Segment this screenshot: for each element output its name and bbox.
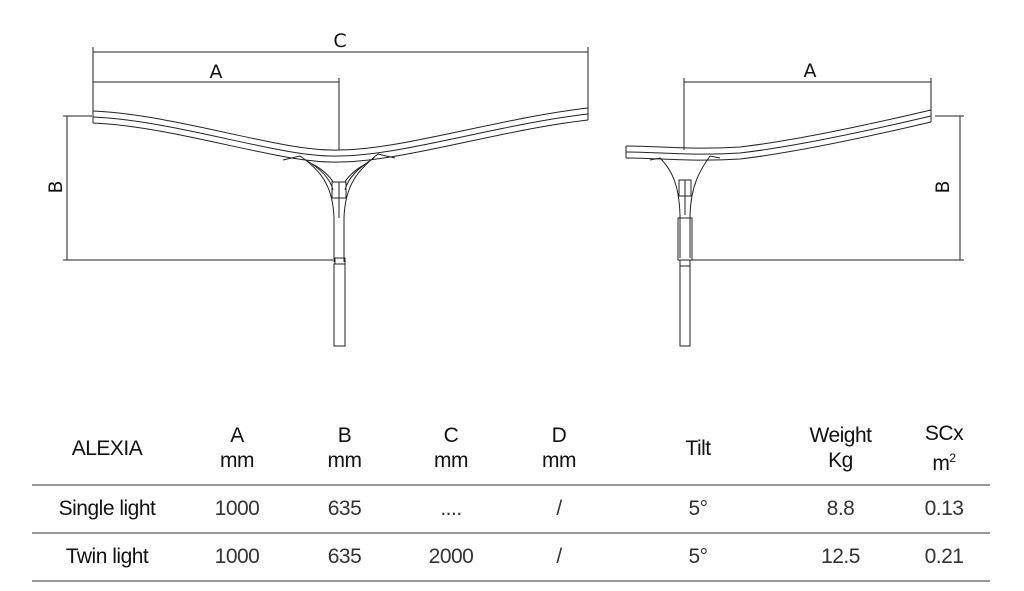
cell-scx: 0.21 xyxy=(898,533,990,582)
cell-b: 635 xyxy=(292,485,397,534)
cell-c: .... xyxy=(397,485,505,534)
joint-left xyxy=(649,157,681,258)
column-header-tilt: Tilt xyxy=(613,412,783,486)
arm-top-edge xyxy=(92,107,589,151)
pole xyxy=(679,265,691,347)
arm-top-edge xyxy=(625,109,932,149)
cell-weight: 8.8 xyxy=(783,485,898,534)
pole-clamp xyxy=(679,259,691,267)
single-light-drawing: A B xyxy=(625,60,964,347)
cell-tilt: 5° xyxy=(613,485,783,534)
dimension-label-a: A xyxy=(804,60,817,82)
cell-d: / xyxy=(505,485,613,534)
cell-b: 635 xyxy=(292,533,397,582)
cell-scx: 0.13 xyxy=(898,485,990,534)
dimension-label-c: C xyxy=(333,30,346,52)
column-header-model: ALEXIA xyxy=(32,412,182,486)
joint-left xyxy=(282,155,335,262)
dimension-label-a: A xyxy=(210,61,223,83)
twin-light-drawing: C A B xyxy=(45,30,589,347)
cell-d: / xyxy=(505,533,613,582)
joint-right xyxy=(343,153,396,262)
joint-right xyxy=(689,155,721,258)
table-row: Twin light 1000 635 2000 / 5° 12.5 0.21 xyxy=(32,533,990,582)
cell-weight: 12.5 xyxy=(783,533,898,582)
arm-mid-edge xyxy=(625,115,932,155)
row-label: Single light xyxy=(32,485,182,534)
table-row: Single light 1000 635 .... / 5° 8.8 0.13 xyxy=(32,485,990,534)
dimension-label-b: B xyxy=(932,180,954,193)
dimension-label-b: B xyxy=(45,180,67,193)
cell-tilt: 5° xyxy=(613,533,783,582)
cell-c: 2000 xyxy=(397,533,505,582)
row-label: Twin light xyxy=(32,533,182,582)
technical-drawing: C A B A xyxy=(45,30,964,347)
arm-bottom-edge xyxy=(92,119,589,163)
arm-mid-edge xyxy=(92,113,589,157)
cell-a: 1000 xyxy=(182,533,292,582)
cell-a: 1000 xyxy=(182,485,292,534)
pole xyxy=(333,263,346,347)
